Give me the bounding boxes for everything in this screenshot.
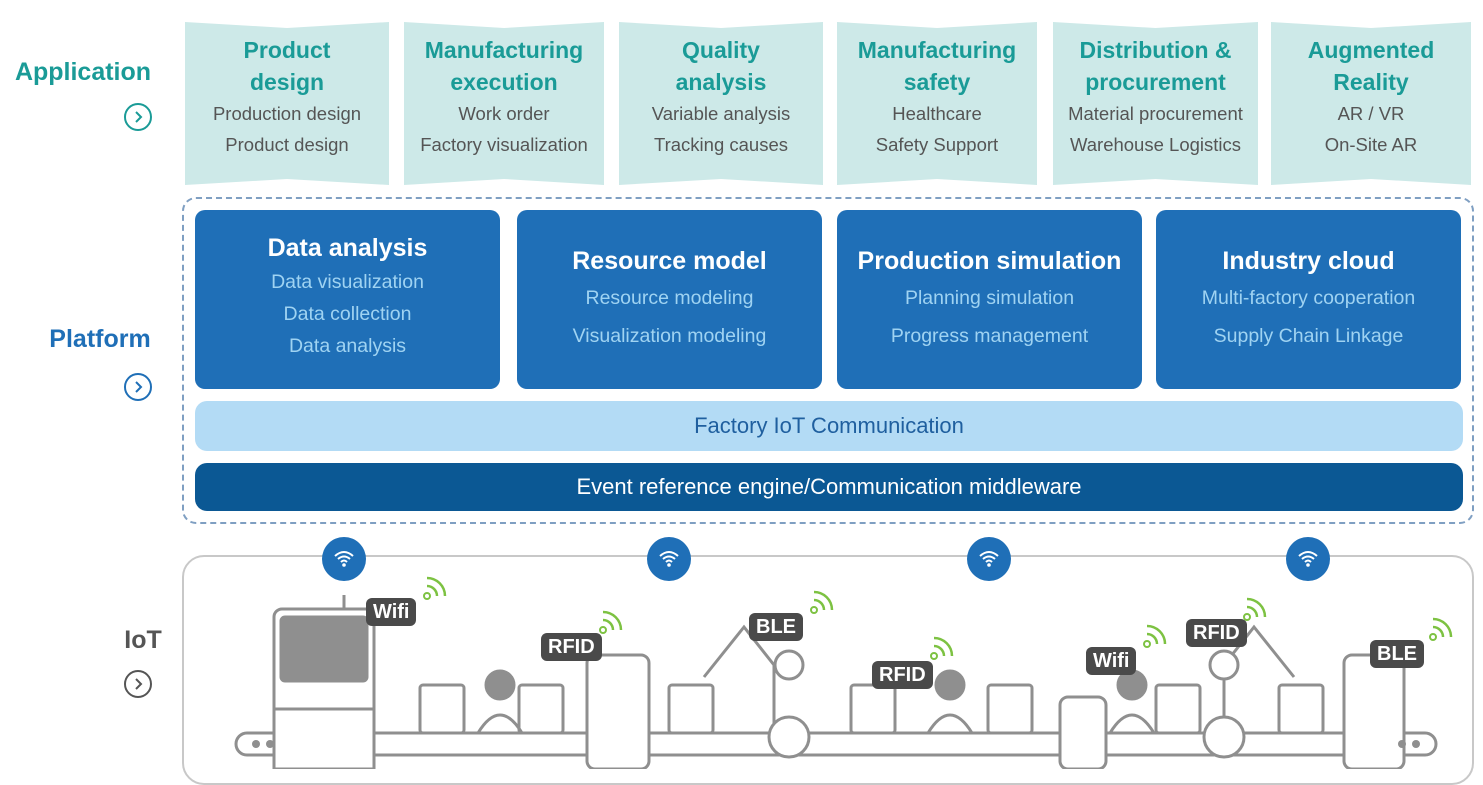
platform-chevron-icon[interactable] bbox=[124, 373, 152, 401]
app-item: On-Site AR bbox=[1324, 134, 1418, 155]
platform-title: Production simulation bbox=[857, 247, 1122, 275]
app-item: Production design bbox=[212, 103, 362, 124]
app-item: Factory visualization bbox=[420, 134, 588, 155]
app-item: Healthcare bbox=[892, 103, 982, 124]
app-title: Manufacturing execution bbox=[424, 37, 584, 95]
wifi-icon bbox=[979, 551, 999, 567]
platform-item: Planning simulation bbox=[904, 287, 1075, 309]
wifi-icon bbox=[334, 551, 354, 567]
iot-tag-ble: BLE bbox=[749, 613, 803, 641]
iot-chevron-icon[interactable] bbox=[124, 670, 152, 698]
app-title: Quality analysis bbox=[675, 37, 767, 95]
platform-card-production-simulation[interactable]: Production simulation Planning simulatio… bbox=[837, 210, 1142, 389]
wifi-badge-3 bbox=[967, 537, 1011, 581]
app-card-distribution-procurement[interactable]: Distribution & procurement Material proc… bbox=[1053, 22, 1258, 185]
signal-waves-icon bbox=[1243, 597, 1267, 621]
platform-item: Resource modeling bbox=[585, 287, 754, 309]
layer-label-iot: IoT bbox=[124, 626, 162, 654]
platform-item: Data collection bbox=[283, 303, 412, 325]
iot-tag-wifi: Wifi bbox=[1086, 647, 1137, 675]
iot-tag-wifi: Wifi bbox=[366, 598, 417, 626]
app-card-quality-analysis[interactable]: Quality analysis Variable analysis Track… bbox=[619, 22, 823, 185]
wifi-badge-1 bbox=[322, 537, 366, 581]
layer-label-application: Application bbox=[14, 58, 152, 86]
signal-waves-icon bbox=[810, 590, 834, 614]
platform-frame bbox=[182, 197, 1474, 524]
app-item: Material procurement bbox=[1068, 103, 1243, 124]
platform-title: Industry cloud bbox=[1222, 247, 1395, 275]
platform-item: Supply Chain Linkage bbox=[1213, 325, 1404, 347]
wifi-icon bbox=[1298, 551, 1318, 567]
platform-item: Data visualization bbox=[271, 271, 424, 293]
wifi-icon bbox=[659, 551, 679, 567]
platform-item: Multi-factory cooperation bbox=[1201, 287, 1416, 309]
app-title: Product design bbox=[243, 37, 331, 95]
platform-card-data-analysis[interactable]: Data analysis Data visualization Data co… bbox=[195, 210, 500, 389]
factory-iot-communication-bar[interactable]: Factory IoT Communication bbox=[195, 401, 1463, 451]
app-card-augmented-reality[interactable]: Augmented Reality AR / VR On-Site AR bbox=[1271, 22, 1471, 185]
app-item: AR / VR bbox=[1337, 103, 1405, 124]
factory-illustration bbox=[234, 595, 1438, 769]
platform-item: Progress management bbox=[890, 325, 1089, 347]
iot-tag-rfid: RFID bbox=[541, 633, 602, 661]
app-item: Safety Support bbox=[875, 134, 999, 155]
application-chevron-icon[interactable] bbox=[124, 103, 152, 131]
app-item: Tracking causes bbox=[653, 134, 788, 155]
app-item: Work order bbox=[458, 103, 550, 124]
app-title: Manufacturing safety bbox=[857, 37, 1017, 95]
platform-card-resource-model[interactable]: Resource model Resource modeling Visuali… bbox=[517, 210, 822, 389]
signal-waves-icon bbox=[1429, 617, 1453, 641]
platform-item: Visualization modeling bbox=[572, 325, 767, 347]
app-title: Distribution & procurement bbox=[1079, 37, 1232, 95]
app-item: Warehouse Logistics bbox=[1069, 134, 1242, 155]
platform-card-industry-cloud[interactable]: Industry cloud Multi-factory cooperation… bbox=[1156, 210, 1461, 389]
app-card-manufacturing-safety[interactable]: Manufacturing safety Healthcare Safety S… bbox=[837, 22, 1037, 185]
app-card-product-design[interactable]: Product design Production design Product… bbox=[185, 22, 389, 185]
platform-title: Data analysis bbox=[267, 234, 428, 262]
iot-tag-ble: BLE bbox=[1370, 640, 1424, 668]
signal-waves-icon bbox=[599, 610, 623, 634]
app-card-manufacturing-execution[interactable]: Manufacturing execution Work order Facto… bbox=[404, 22, 604, 185]
layer-label-platform: Platform bbox=[49, 325, 151, 353]
iot-tag-rfid: RFID bbox=[1186, 619, 1247, 647]
signal-waves-icon bbox=[930, 636, 954, 660]
app-title: Augmented Reality bbox=[1307, 37, 1435, 95]
wifi-badge-2 bbox=[647, 537, 691, 581]
signal-waves-icon bbox=[423, 576, 447, 600]
app-item: Variable analysis bbox=[651, 103, 791, 124]
iot-tag-rfid: RFID bbox=[872, 661, 933, 689]
wifi-badge-4 bbox=[1286, 537, 1330, 581]
platform-title: Resource model bbox=[572, 247, 767, 275]
signal-waves-icon bbox=[1143, 624, 1167, 648]
app-item: Product design bbox=[225, 134, 349, 155]
platform-item: Data analysis bbox=[288, 335, 407, 357]
middleware-bar[interactable]: Event reference engine/Communication mid… bbox=[195, 463, 1463, 511]
